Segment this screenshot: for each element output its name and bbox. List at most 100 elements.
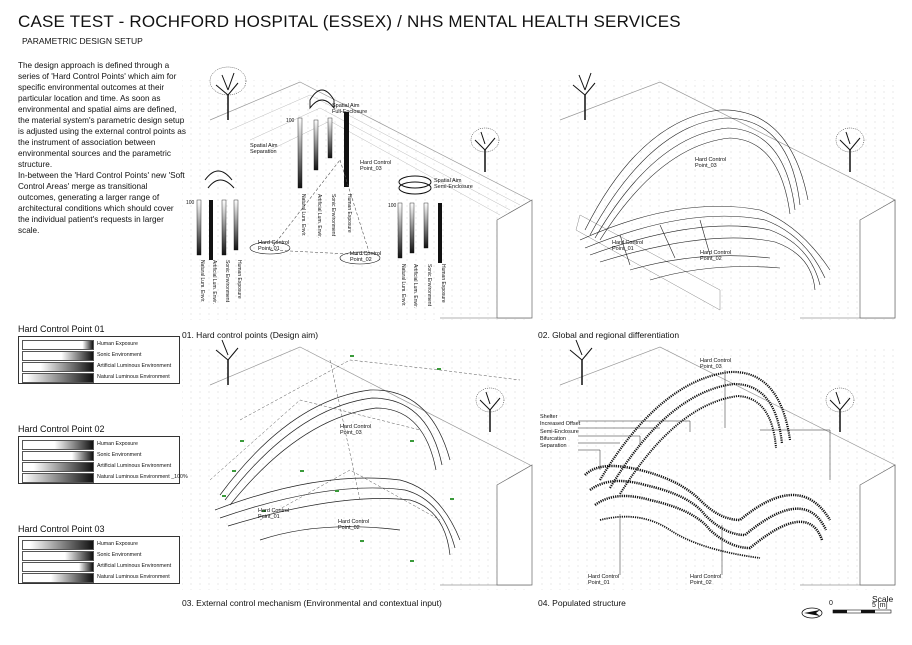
caption-panel-4: 04. Populated structure — [538, 598, 626, 608]
caption-panel-1: 01. Hard control points (Design aim) — [182, 330, 319, 340]
tree-icon — [470, 127, 500, 172]
intro-paragraph-1: The design approach is defined through a… — [18, 61, 186, 169]
annotation-semi-enclosure: Semi-Enclosure — [540, 428, 579, 435]
legend-bar — [22, 551, 94, 561]
bar-axis-label: Human Exposure — [236, 260, 242, 299]
label-p4-hcp02: Hard Control Point_02 — [690, 574, 722, 586]
spatial-aim-semi-symbol — [398, 175, 432, 195]
legend-bar-label: Natural Luminous Environment — [97, 374, 170, 380]
bar-axis-label: Human Exposure — [346, 194, 352, 233]
bar-axis-label: Natural Lum. Envir. — [400, 264, 406, 307]
legend-bar — [22, 351, 94, 361]
legend-bar — [22, 473, 94, 483]
legend-bar — [22, 573, 94, 583]
page-subtitle: PARAMETRIC DESIGN SETUP — [22, 36, 143, 46]
bar-axis-label: Natural Lum. Envir. — [199, 260, 205, 303]
panel-4-annotation-leaders — [578, 370, 831, 575]
bar-axis-label: Artificial Lum. Envir. — [316, 194, 322, 238]
caption-panel-3: 03. External control mechanism (Environm… — [182, 598, 442, 608]
label-p1-hcp01: Hard Control Point_01 — [258, 240, 290, 252]
legend-bar-label: Artificial Luminous Environment — [97, 563, 172, 569]
panel-2-site — [538, 80, 898, 320]
panel-3-structure — [214, 389, 461, 556]
tree-icon — [475, 387, 505, 432]
tree-icon — [215, 339, 239, 385]
legend-bar — [22, 340, 94, 350]
legend-bar — [22, 562, 94, 572]
north-arrow-icon — [801, 607, 823, 619]
annotation-shelter: Shelter — [540, 414, 558, 420]
label-spatial-aim-full: Spatial Aim Full-Enclosure — [332, 103, 368, 115]
legend-bar-label: Sonic Environment — [97, 352, 142, 358]
bar-axis-label: Natural Lum. Envir. — [300, 194, 306, 237]
annotation-bifurcation: Bifurcation — [540, 435, 566, 442]
label-p2-hcp02: Hard Control Point_02 — [700, 250, 732, 262]
label-p4-hcp01: Hard Control Point_01 — [588, 574, 620, 586]
scale-zero: 0 — [829, 600, 833, 607]
label-p1-hcp03: Hard Control Point_03 — [360, 160, 392, 172]
label-p1-hcp02: Hard Control Point_02 — [350, 251, 382, 263]
legend-bar-label: Natural Luminous Environment _100% — [97, 474, 188, 480]
bar-axis-label: Artificial Lum. Envir. — [211, 260, 217, 304]
label-p3-hcp03: Hard Control Point_03 — [340, 424, 372, 436]
panel-1-site — [182, 80, 533, 320]
intro-text: The design approach is defined through a… — [18, 60, 186, 236]
annotation-increased-offset: Increased Offset — [540, 421, 581, 428]
panel-3-site — [182, 345, 533, 590]
legend-bar — [22, 373, 94, 383]
bar-axis-label: Sonic Environment — [224, 260, 230, 303]
panel-4-site — [538, 345, 898, 590]
label-p2-hcp01: Hard Control Point_01 — [612, 240, 644, 252]
label-p2-hcp03: Hard Control Point_03 — [695, 157, 727, 169]
legend-bar-label: Human Exposure — [97, 541, 138, 547]
legend-title-hcp03: Hard Control Point 03 — [18, 524, 105, 534]
legend-title-hcp02: Hard Control Point 02 — [18, 424, 105, 434]
legend-bar-label: Natural Luminous Environment — [97, 574, 170, 580]
bar-axis-label: Sonic Environment — [426, 264, 432, 307]
scale-bar — [832, 609, 892, 614]
tree-icon — [825, 387, 855, 432]
intro-paragraph-2: In-between the 'Hard Control Points' new… — [18, 171, 185, 235]
bars-hcp02 — [397, 202, 442, 263]
panel-3-green-markers — [222, 355, 454, 562]
page-title: CASE TEST - ROCHFORD HOSPITAL (ESSEX) / … — [18, 12, 681, 31]
legend-bar-label: Sonic Environment — [97, 452, 142, 458]
tree-icon — [209, 66, 247, 120]
tree-icon — [835, 127, 865, 172]
bar-top-value-2: 100 — [388, 203, 397, 209]
label-p3-hcp02: Hard Control Point_02 — [338, 519, 370, 531]
panel-2-structure — [579, 109, 831, 291]
panel-3-external-controls — [209, 359, 521, 521]
bar-axis-label: Sonic Environment — [330, 194, 336, 237]
scale-label: Scale — [872, 594, 894, 604]
label-p3-hcp01: Hard Control Point_01 — [258, 508, 290, 520]
bar-axis-label: Human Exposure — [440, 264, 446, 303]
bars-hcp03 — [297, 112, 349, 189]
bar-axis-label: Artificial Lum. Envir. — [412, 264, 418, 308]
legend-bar — [22, 462, 94, 472]
spatial-aim-separation-symbol — [204, 170, 235, 189]
bars-hcp01 — [196, 199, 239, 260]
spatial-aim-full-symbol — [309, 89, 335, 110]
legend-bar — [22, 540, 94, 550]
annotation-separation: Separation — [540, 443, 567, 450]
legend-bar-label: Artificial Luminous Environment — [97, 363, 172, 369]
legend-bar-label: Sonic Environment — [97, 552, 142, 558]
p4-annotations: Shelter Increased Offset Semi-Enclosure … — [540, 414, 580, 450]
label-spatial-aim-semi: Spatial Aim Semi-Enclosure — [434, 178, 473, 190]
legend-bar-label: Artificial Luminous Environment — [97, 463, 172, 469]
legend-bar — [22, 362, 94, 372]
legend-title-hcp01: Hard Control Point 01 — [18, 324, 105, 334]
legend-bar-label: Human Exposure — [97, 341, 138, 347]
caption-panel-2: 02. Global and regional differentiation — [538, 330, 680, 340]
label-p4-hcp03: Hard Control Point_03 — [700, 358, 732, 370]
bar-top-value-3: 100 — [286, 118, 295, 124]
tree-icon — [572, 72, 596, 120]
scale-max: 5 [m] — [872, 602, 888, 609]
legend-bar — [22, 440, 94, 450]
bar-top-value: 100 — [186, 200, 195, 206]
